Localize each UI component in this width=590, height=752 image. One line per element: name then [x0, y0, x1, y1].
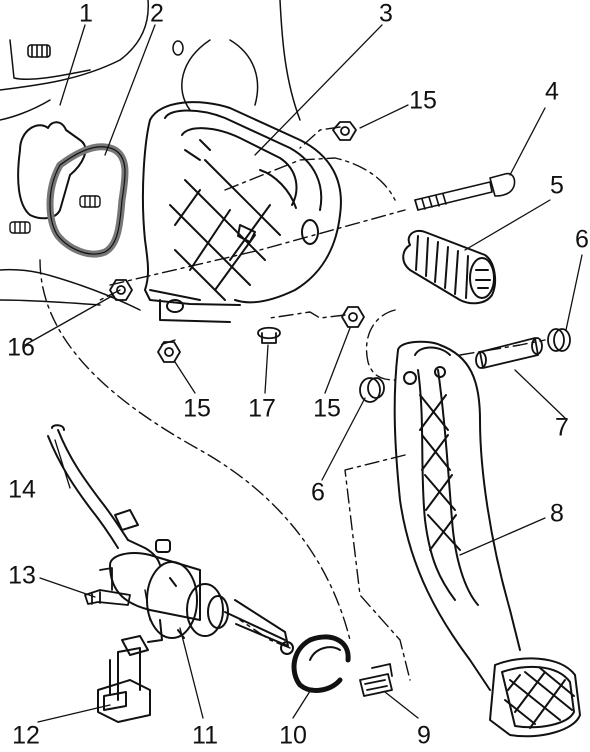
master-cylinder — [109, 539, 294, 655]
callout-9: 9 — [417, 721, 431, 750]
bolt-top-left — [27, 44, 51, 58]
seal-ring — [9, 143, 129, 258]
long-bolt — [414, 172, 516, 211]
bushing-6-right — [547, 328, 571, 352]
callout-4: 4 — [545, 77, 559, 106]
callout-15-left: 15 — [183, 394, 211, 423]
nut-16 — [109, 279, 133, 301]
callout-2: 2 — [150, 0, 164, 28]
callout-11: 11 — [192, 721, 218, 750]
clutch-pedal — [393, 340, 581, 738]
bushing-sleeve — [402, 229, 497, 305]
bushing-6-left — [359, 377, 385, 403]
switch-12 — [97, 635, 151, 723]
callout-7: 7 — [555, 413, 569, 442]
callout-10: 10 — [279, 721, 307, 750]
callout-5: 5 — [550, 171, 564, 200]
nut-15-right — [341, 306, 365, 328]
nut-15-left — [157, 341, 181, 363]
callout-3: 3 — [379, 0, 393, 28]
retaining-clip-9 — [359, 663, 393, 697]
callout-13: 13 — [8, 561, 36, 590]
callout-leaders — [24, 24, 583, 723]
assembly-axis-lines — [39, 126, 546, 681]
circlip-10 — [291, 634, 351, 693]
pedal-bracket — [141, 101, 342, 323]
callout-6-left: 6 — [311, 478, 325, 507]
callout-1: 1 — [79, 0, 93, 28]
mount-bracket-13 — [84, 567, 131, 606]
callout-6-right: 6 — [575, 225, 589, 254]
callout-8: 8 — [550, 499, 564, 528]
pivot-pin — [475, 337, 543, 369]
gasket-plate — [17, 121, 87, 220]
callout-17: 17 — [248, 394, 276, 423]
callout-12: 12 — [12, 721, 40, 750]
bulkhead-outline — [0, 0, 301, 311]
clip-17 — [257, 326, 281, 344]
callout-14: 14 — [8, 475, 36, 504]
nut-15-top — [332, 121, 357, 141]
callout-16: 16 — [7, 333, 35, 362]
callout-15-right: 15 — [313, 394, 341, 423]
callout-15-top: 15 — [409, 86, 437, 115]
hose-line — [47, 424, 161, 566]
